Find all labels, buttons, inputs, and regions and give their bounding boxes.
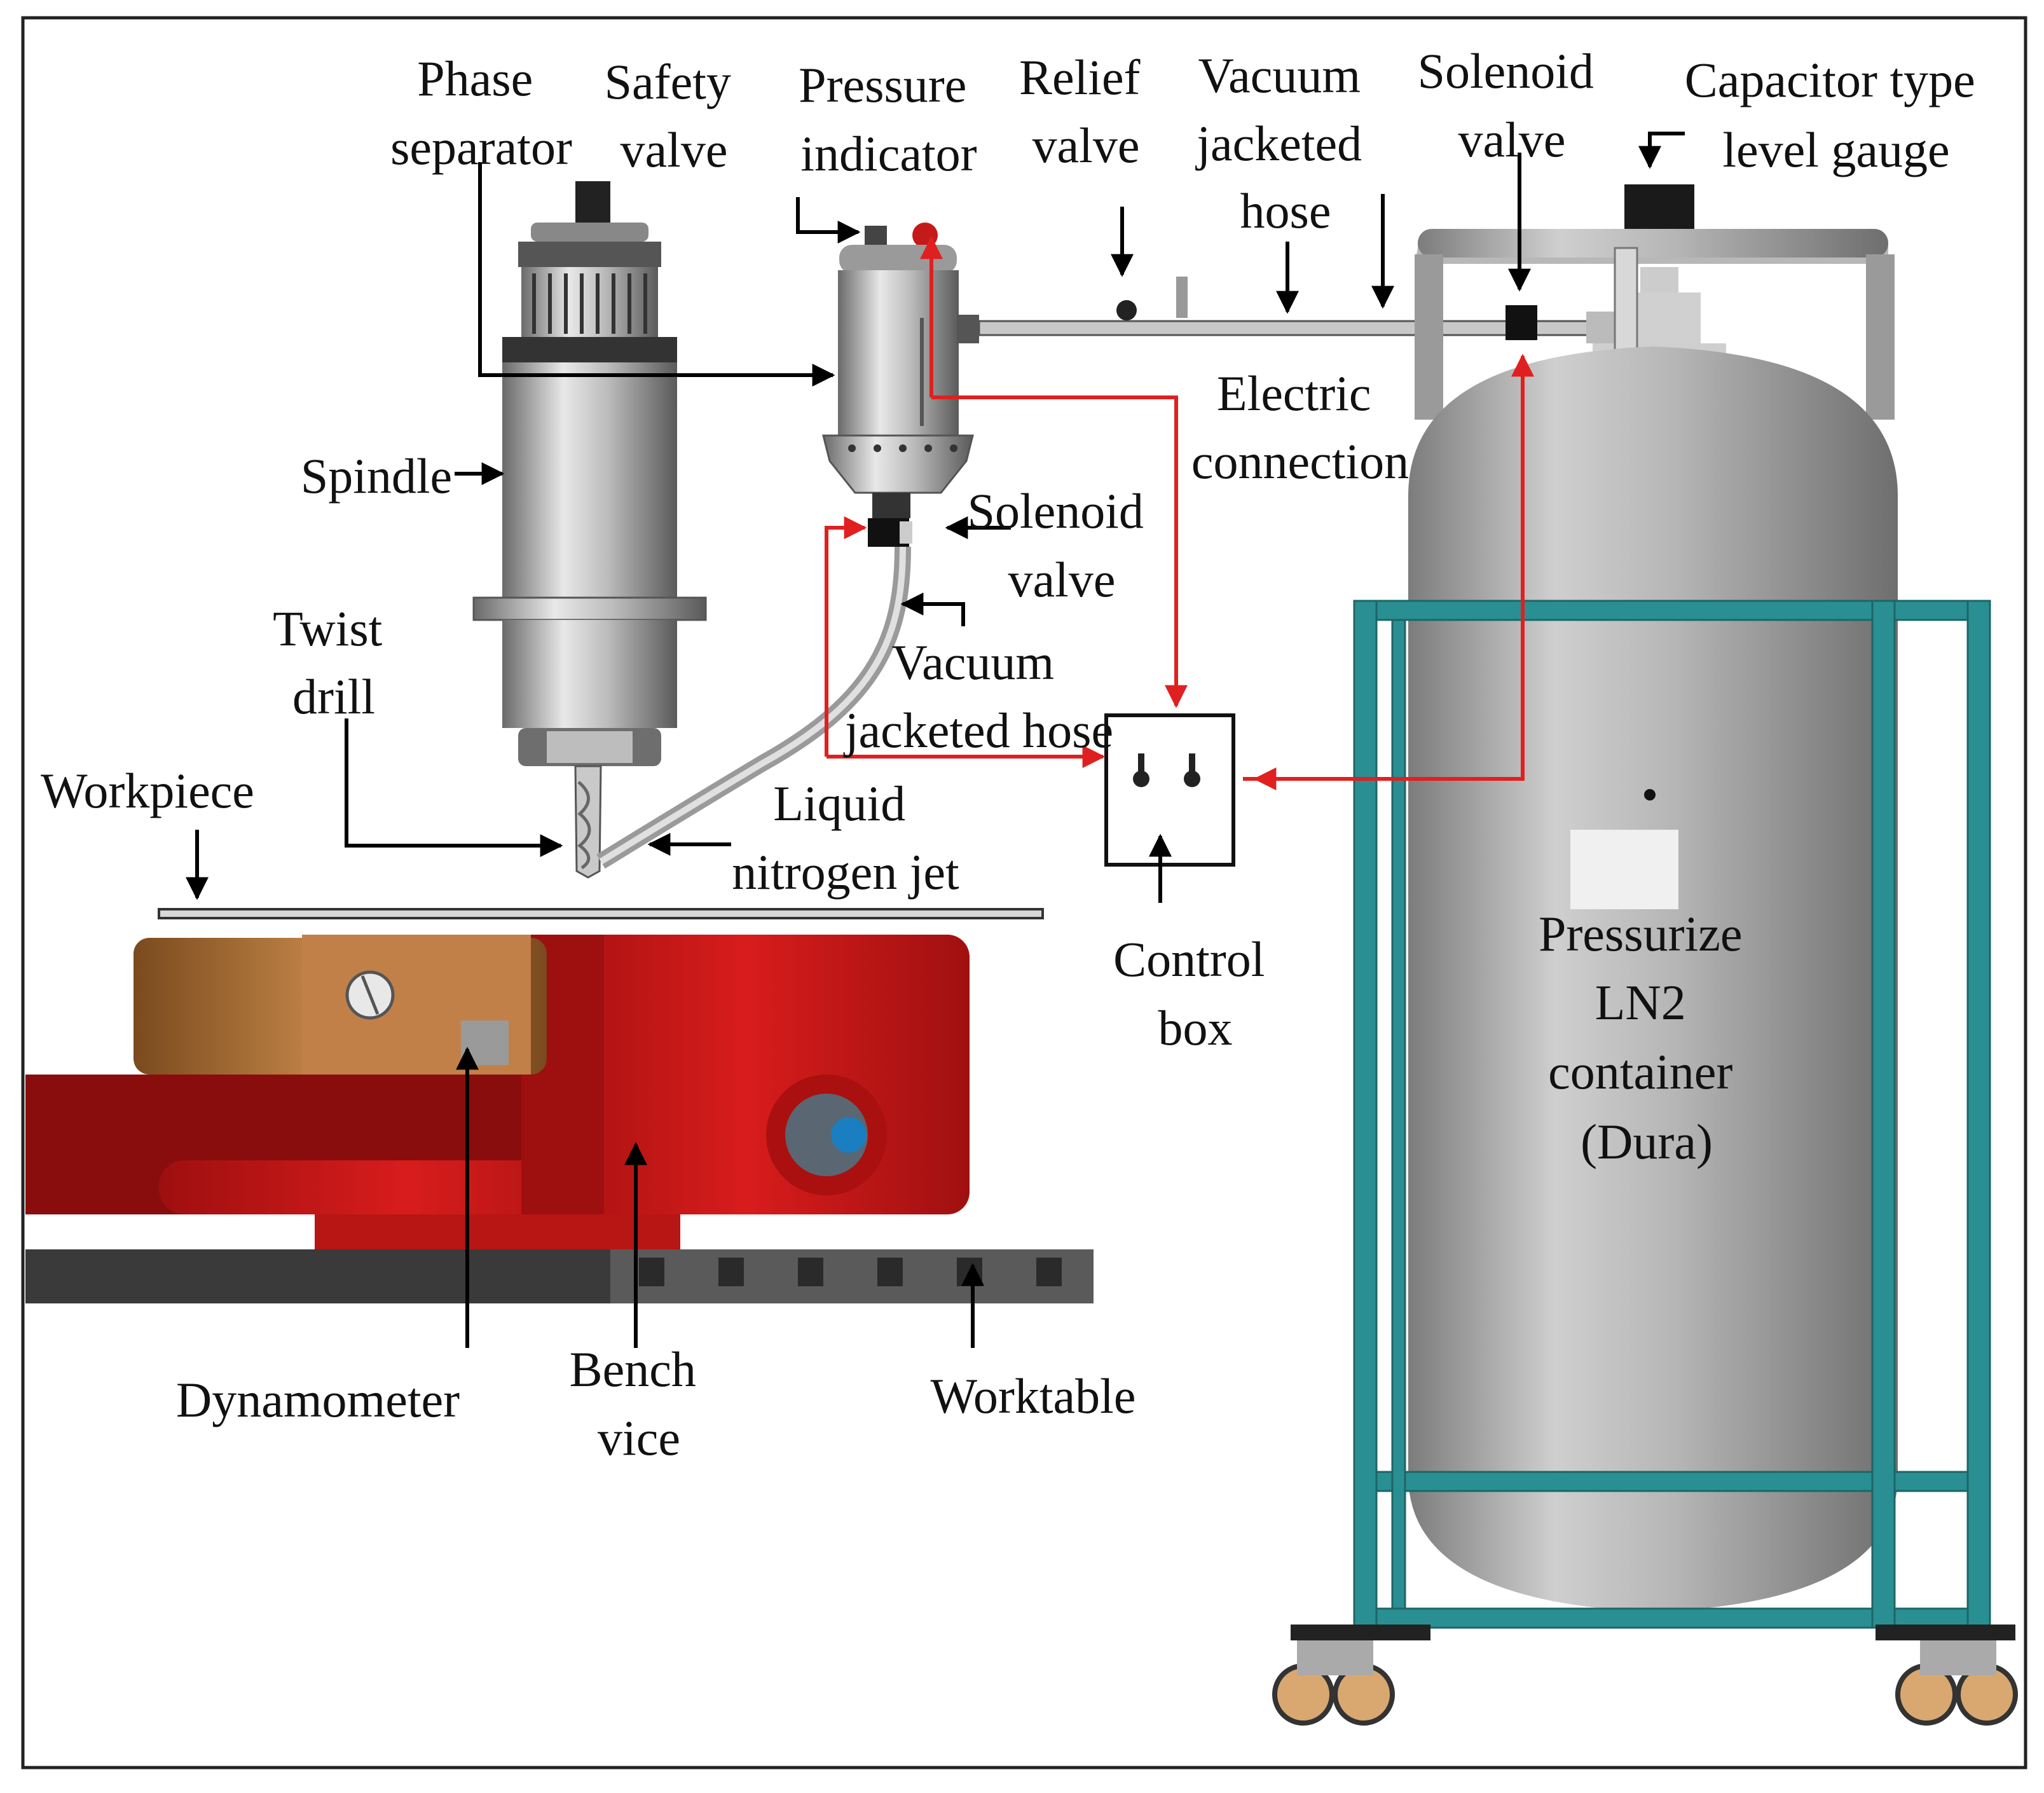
phase-separator-shape: [822, 223, 974, 518]
relief-valve-icon: [1116, 300, 1137, 320]
label-spindle: Spindle: [301, 448, 452, 504]
label-solenoid-valve-top: Solenoid valve: [1418, 43, 1607, 167]
caster-wheels: [1272, 1625, 2018, 1726]
label-relief-valve: Relief valve: [1019, 50, 1153, 173]
label-worktable: Worktable: [931, 1368, 1136, 1424]
callout-arrows: [186, 132, 1685, 1348]
label-vacuum-jacketed-hose-mid: Vacuum jacketed hose: [843, 635, 1113, 758]
lower-solenoid-valve-shape: [868, 518, 912, 547]
label-phase-separator: Phase separator: [390, 51, 572, 175]
workpiece-plate: [158, 908, 1044, 919]
label-electric-connection: Electric connection: [1191, 366, 1409, 489]
top-hose-line: [957, 277, 1628, 343]
dynamometer-shape: [134, 935, 547, 1075]
worktable-shape: [25, 1249, 1094, 1303]
label-workpiece: Workpiece: [41, 763, 254, 818]
control-box-shape: [1104, 713, 1235, 867]
label-twist-drill: Twist drill: [273, 601, 395, 724]
label-dynamometer: Dynamometer: [176, 1372, 460, 1427]
twist-drill-shape: [574, 765, 602, 879]
label-solenoid-valve-mid: Solenoid valve: [968, 483, 1156, 607]
figure-border: [21, 16, 2027, 1769]
label-ln2-container: Pressurize LN2 container (Dura): [1539, 906, 1755, 1169]
label-liquid-nitrogen-jet: Liquid nitrogen jet: [732, 776, 959, 900]
label-bench-vice: Bench vice: [570, 1342, 709, 1466]
labels: Phase separator Safety valve Pressure in…: [41, 43, 1988, 1466]
label-pressure-indicator: Pressure indicator: [799, 57, 979, 181]
label-vacuum-jacketed-hose-top: Vacuum jacketed hose: [1195, 48, 1374, 238]
upper-solenoid-valve-shape: [1506, 305, 1537, 340]
ln2-container-shape: [1408, 184, 1898, 1612]
spindle-shape: [472, 181, 707, 766]
label-safety-valve: Safety valve: [605, 54, 744, 177]
label-control-box: Control box: [1113, 931, 1277, 1055]
electric-signal-lines: [825, 236, 1534, 790]
label-capacitor-level-gauge: Capacitor type level gauge: [1685, 52, 1988, 177]
container-frame: [1353, 600, 1991, 1629]
